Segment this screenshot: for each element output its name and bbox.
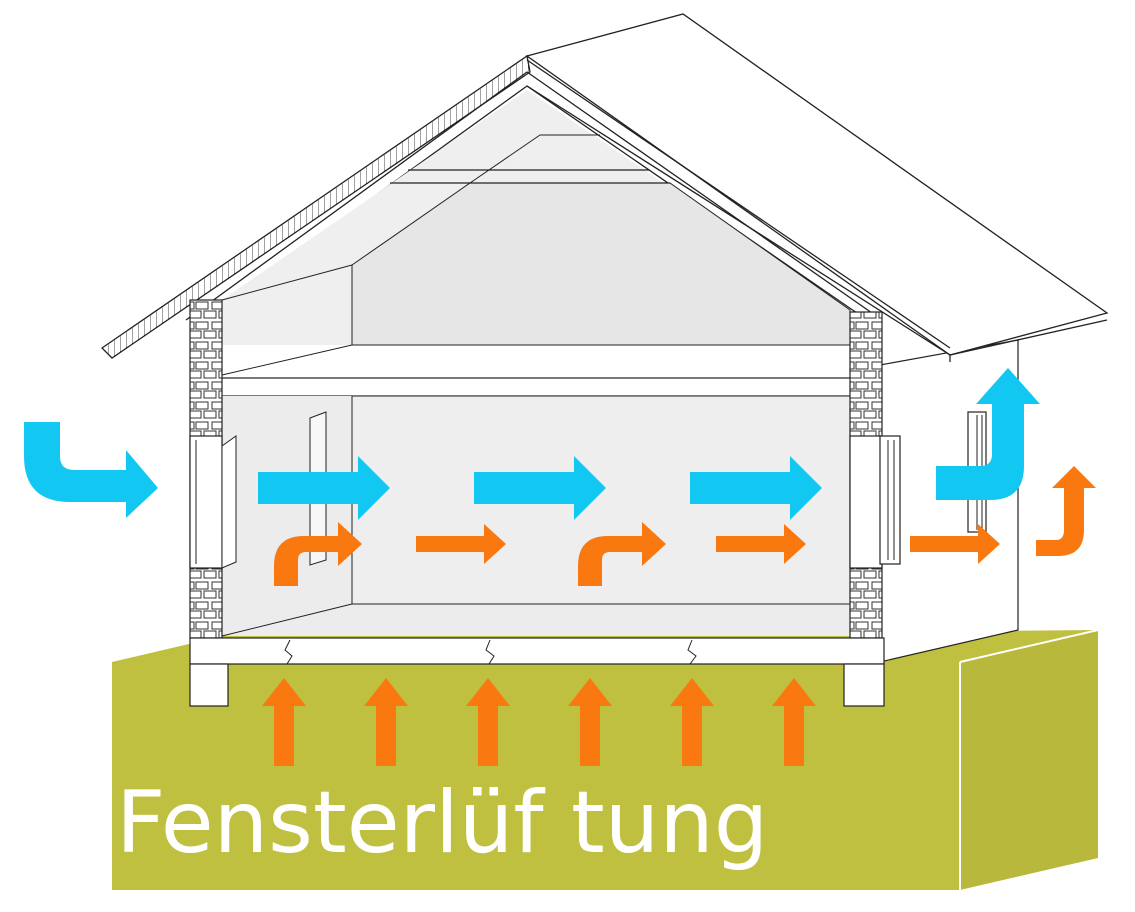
- ground-floor-room: [221, 395, 851, 637]
- ground-heat-arrow-icon: [568, 678, 612, 766]
- fresh-air-flow: [24, 368, 1040, 520]
- warm-air-rising-arrow-icon: [1036, 466, 1096, 556]
- ground-block: [112, 629, 1099, 890]
- ground-heat-arrow-icon: [772, 678, 816, 766]
- ground-heat-arrow-icon: [466, 678, 510, 766]
- warm-air-bent-arrow-icon: [274, 522, 362, 586]
- warm-air-flow: [262, 466, 1096, 766]
- diagram-caption: Fensterlüf tung: [116, 773, 769, 873]
- right-wall: [849, 311, 901, 639]
- fresh-air-arrow-icon: [690, 456, 822, 520]
- foundation: [189, 637, 885, 707]
- fresh-air-outlet-arrow-icon: [936, 368, 1040, 500]
- attic-interior: [221, 90, 851, 376]
- warm-air-bent-arrow-icon: [578, 522, 666, 586]
- left-wall: [189, 299, 237, 639]
- ground-heat-arrow-icon: [262, 678, 306, 766]
- ground-heat-arrow-icon: [364, 678, 408, 766]
- warm-air-arrow-icon: [910, 524, 1000, 564]
- ground-heat-arrow-icon: [670, 678, 714, 766]
- fresh-air-inlet-arrow-icon: [24, 422, 158, 518]
- warm-air-arrow-icon: [416, 524, 506, 564]
- fresh-air-arrow-icon: [474, 456, 606, 520]
- warm-air-arrow-icon: [716, 524, 806, 564]
- floor-slab: [207, 377, 857, 397]
- fresh-air-arrow-icon: [258, 456, 390, 520]
